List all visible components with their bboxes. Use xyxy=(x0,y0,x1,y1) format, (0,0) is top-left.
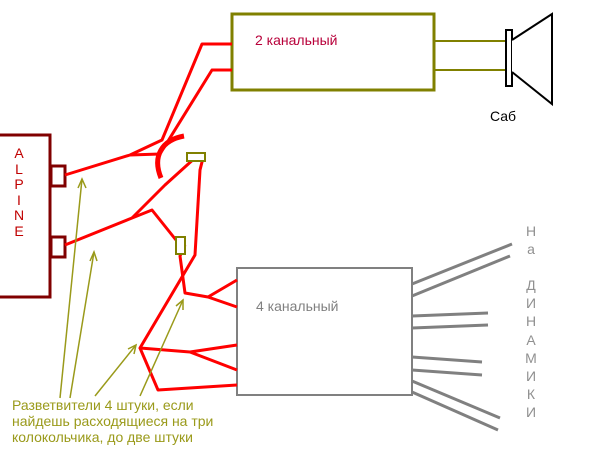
note-line: Разветвители 4 штуки, если xyxy=(12,397,194,413)
speakers-letter: М xyxy=(525,349,537,366)
amp-4ch-label: 4 канальный xyxy=(256,298,339,314)
amp-2ch xyxy=(230,12,506,92)
speakers-letter: И xyxy=(525,295,537,312)
amp-4ch-box xyxy=(236,267,413,396)
head-unit xyxy=(0,133,67,299)
speakers-letter: К xyxy=(526,385,536,402)
brand-letter: A xyxy=(14,145,24,161)
amp-2ch-box xyxy=(230,12,436,92)
amp-2ch-label: 2 канальный xyxy=(255,32,338,48)
speakers-letter: И xyxy=(525,367,537,384)
annotation-arrows xyxy=(59,177,184,399)
speakers-letter: Н xyxy=(525,223,537,239)
brand-letter: I xyxy=(17,191,21,208)
speakers-letter xyxy=(519,258,543,276)
subwoofer-icon xyxy=(505,12,553,107)
speakers-letter: Н xyxy=(525,313,537,330)
amp-4ch xyxy=(236,242,513,432)
speakers-letter: а xyxy=(527,241,535,258)
brand-letter: P xyxy=(14,176,24,192)
rca-wires xyxy=(64,42,238,392)
splitter-lower xyxy=(175,236,186,255)
speakers-label: Н а Д И Н А М И К И xyxy=(519,222,543,421)
note-line: колокольчика, до две штуки xyxy=(12,429,193,445)
speakers-letter: Д xyxy=(526,277,536,294)
brand-letter: L xyxy=(15,160,23,177)
note-line: найдешь расходящиеся на три xyxy=(12,413,214,429)
speakers-letter: А xyxy=(526,331,536,348)
brand-letter: N xyxy=(13,207,25,223)
rca-out-lower xyxy=(49,235,67,259)
rca-out-upper xyxy=(49,164,67,188)
brand-letter: E xyxy=(14,222,24,239)
splitters-note: Разветвители 4 штуки, если найдешь расхо… xyxy=(12,397,342,445)
splitter-upper xyxy=(186,152,206,162)
speakers-letter: И xyxy=(525,403,537,420)
subwoofer-label: Саб xyxy=(490,108,517,124)
thick-wire xyxy=(155,133,185,179)
head-unit-brand: A L P I N E xyxy=(12,145,26,239)
